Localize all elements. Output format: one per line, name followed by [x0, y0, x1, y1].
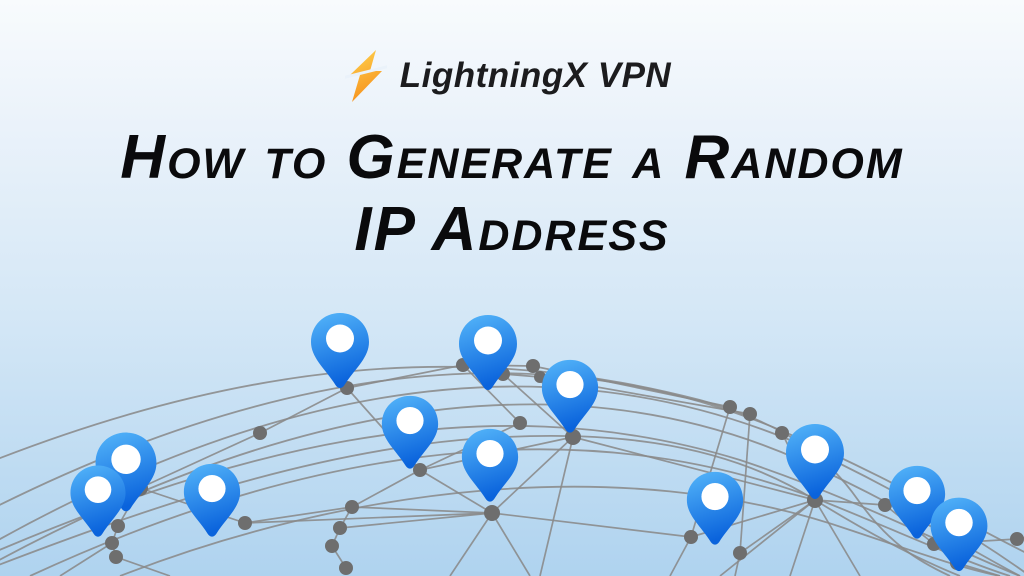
network-dot [526, 359, 540, 373]
network-segment [449, 512, 493, 576]
network-arc [0, 434, 961, 576]
network-segment [739, 499, 816, 554]
network-segment [572, 436, 816, 501]
page-title-line2: IP Address [354, 194, 670, 264]
network-segment [339, 512, 493, 529]
location-pin-icon [183, 463, 241, 537]
network-dot [733, 546, 747, 560]
network-dot [484, 505, 500, 521]
network-segment [419, 469, 493, 514]
network-dot [333, 521, 347, 535]
location-pin-icon [461, 428, 519, 502]
network-dot [684, 530, 698, 544]
network-dot [775, 426, 789, 440]
network-segment [244, 512, 493, 524]
network-dot [253, 426, 267, 440]
network-segment [259, 387, 348, 434]
location-pin-icon [541, 359, 599, 433]
network-segment [539, 436, 574, 576]
logo: LightningX VPN [0, 50, 1024, 102]
location-pin-icon [686, 471, 744, 545]
network-segment [491, 512, 692, 538]
network-dot [723, 400, 737, 414]
location-pin-icon [888, 465, 946, 539]
network-segment [719, 499, 816, 576]
network-dot [513, 416, 527, 430]
location-pin-icon [930, 497, 988, 572]
network-dot [878, 498, 892, 512]
network-segment [669, 536, 692, 576]
network-segment [59, 542, 113, 576]
network-dot [339, 561, 353, 575]
network-dot [565, 429, 581, 445]
network-segment [491, 512, 531, 576]
network-segment [351, 469, 421, 508]
network-segment [462, 364, 521, 424]
network-segment [244, 506, 353, 524]
lightning-bolt-icon [344, 50, 387, 102]
logo-text: LightningX VPN [399, 56, 672, 95]
network-dot [325, 539, 339, 553]
network-dot [413, 463, 427, 477]
page-title: How to Generate a Random IP Address [0, 122, 1024, 266]
network-dot [105, 536, 119, 550]
network-segment [351, 506, 493, 514]
network-segment [739, 413, 751, 554]
network-dot [238, 516, 252, 530]
network-segment [502, 373, 574, 438]
network-dot [345, 500, 359, 514]
network-segment [491, 436, 574, 514]
network-segment [814, 499, 886, 506]
network-dot [109, 550, 123, 564]
location-pin-icon [311, 313, 369, 388]
network-arc [0, 403, 1021, 576]
network-segment [115, 556, 171, 576]
network-dot [111, 519, 125, 533]
network-dot [743, 407, 757, 421]
network-segment [346, 364, 464, 389]
location-pin-icon [381, 395, 439, 469]
location-pin-icon [459, 315, 517, 390]
location-pin-icon [70, 465, 126, 537]
network-dot [1010, 532, 1024, 546]
network-segment [814, 499, 861, 576]
location-pin-icon [786, 424, 844, 499]
network-arc [119, 485, 1001, 576]
network-segment [789, 499, 816, 576]
page-title-line1: How to Generate a Random [120, 123, 904, 192]
network-segment [139, 432, 261, 489]
